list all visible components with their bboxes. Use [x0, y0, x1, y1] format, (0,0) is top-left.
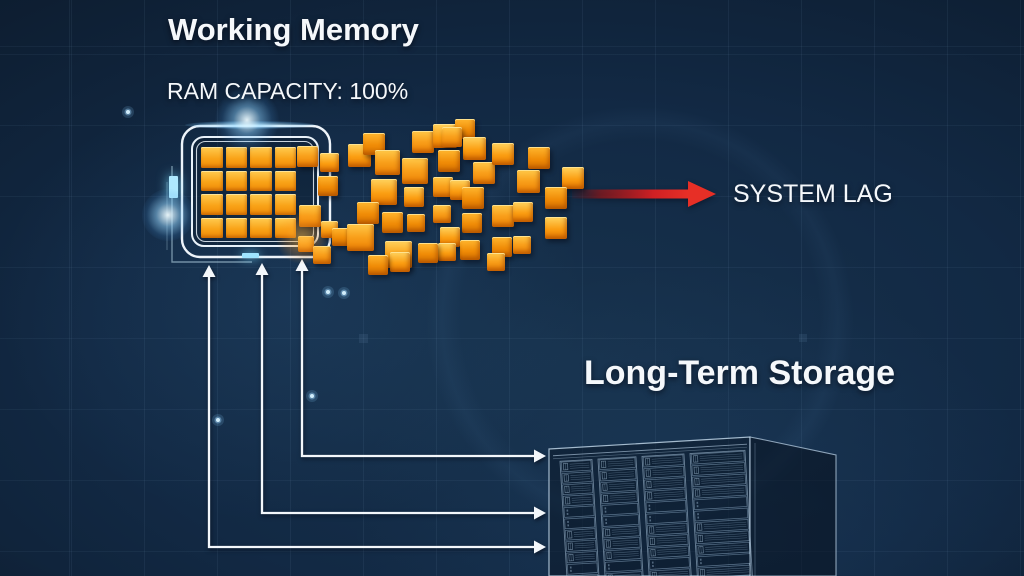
server-unit [602, 514, 640, 527]
system-lag-arrow-icon [572, 181, 716, 207]
arrowhead-up-icon [295, 259, 309, 271]
chip-cyan-accent-icon [169, 176, 178, 198]
server-unit [564, 516, 596, 530]
working-memory-title: Working Memory [168, 12, 419, 47]
system-lag-label: SYSTEM LAG [733, 180, 893, 208]
transfer-arrow [202, 265, 546, 554]
glow-dot [306, 390, 318, 402]
server-rack-icon [548, 436, 837, 576]
memory-chip-icon [166, 124, 332, 263]
glow-dot [338, 287, 350, 299]
arrowhead-right-icon [534, 540, 546, 554]
glow-dot [212, 414, 224, 426]
server-unit [567, 562, 598, 575]
glow-dot [122, 106, 134, 118]
chip-cyan-accent-icon [242, 253, 259, 258]
long-term-storage-title: Long-Term Storage [584, 354, 896, 392]
server-column [597, 456, 645, 576]
arrowhead-up-icon [202, 265, 216, 277]
server-unit [645, 500, 687, 513]
transfer-arrow [255, 263, 546, 520]
ram-capacity-label: RAM CAPACITY: 100% [167, 78, 409, 104]
arrowhead-up-icon [255, 263, 269, 275]
server-unit [563, 505, 595, 518]
arrowhead-right-icon [534, 506, 546, 520]
server-unit [605, 559, 642, 573]
glow-dot [322, 286, 334, 298]
server-column [689, 449, 754, 576]
server-unit [601, 502, 639, 516]
server-unit [649, 556, 690, 570]
arrowhead-right-icon [534, 449, 546, 463]
server-unit [646, 511, 688, 525]
transfer-path-arrows [202, 259, 546, 554]
